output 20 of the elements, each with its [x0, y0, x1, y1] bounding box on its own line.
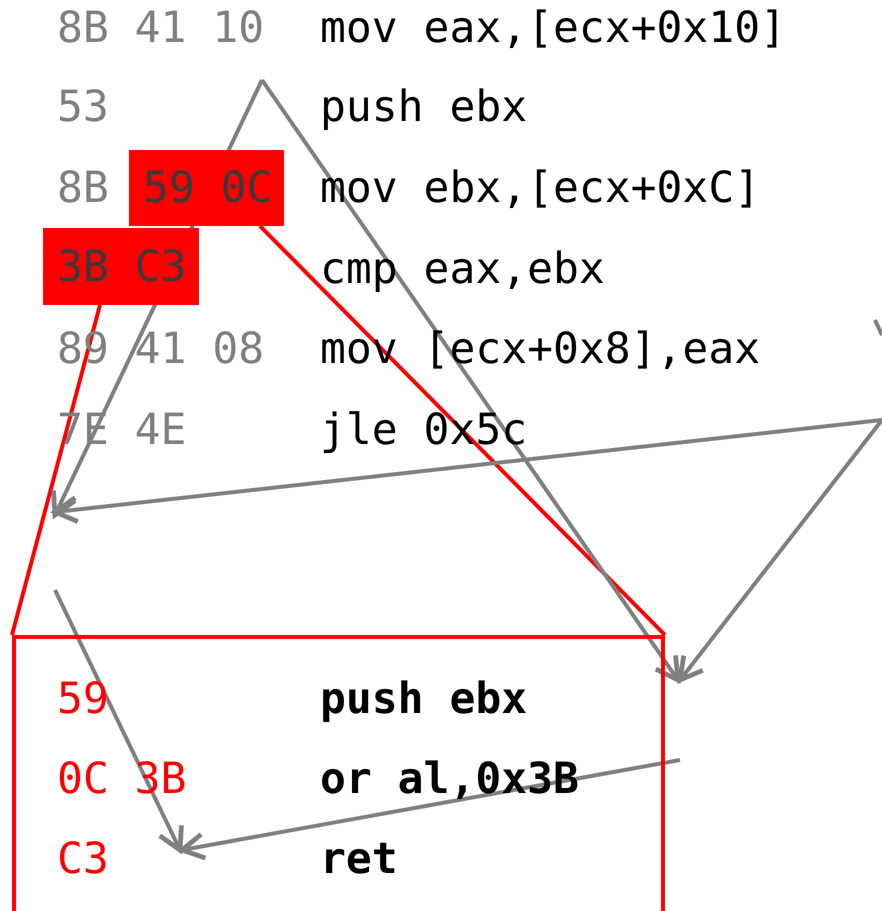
opcode-bytes: C3: [57, 834, 109, 884]
connector-line: [258, 224, 666, 636]
opcode-bytes: 8B 41 10: [57, 3, 264, 53]
instruction-text: cmp eax,ebx: [320, 244, 605, 294]
opcode-bytes: 0C 3B: [57, 754, 186, 804]
opcode-bytes: 53: [57, 82, 109, 132]
opcode-bytes: 3B C3: [57, 242, 186, 292]
instruction-text: mov eax,[ecx+0x10]: [320, 3, 786, 53]
instruction-text: ret: [320, 834, 398, 884]
highlighted-bytes: [43, 228, 199, 305]
opcode-bytes: 59 0C: [143, 163, 272, 213]
instruction-text: push ebx: [320, 82, 528, 132]
opcode-bytes: 59: [57, 674, 109, 724]
instruction-text: push ebx: [320, 674, 528, 724]
instruction-text: mov ebx,[ecx+0xC]: [320, 163, 760, 213]
gadget-box: [12, 635, 665, 911]
instruction-text: or al,0x3B: [320, 754, 579, 804]
connector-line: [10, 304, 102, 636]
highlighted-bytes: [129, 150, 284, 226]
opcode-bytes: 8B: [57, 163, 109, 213]
